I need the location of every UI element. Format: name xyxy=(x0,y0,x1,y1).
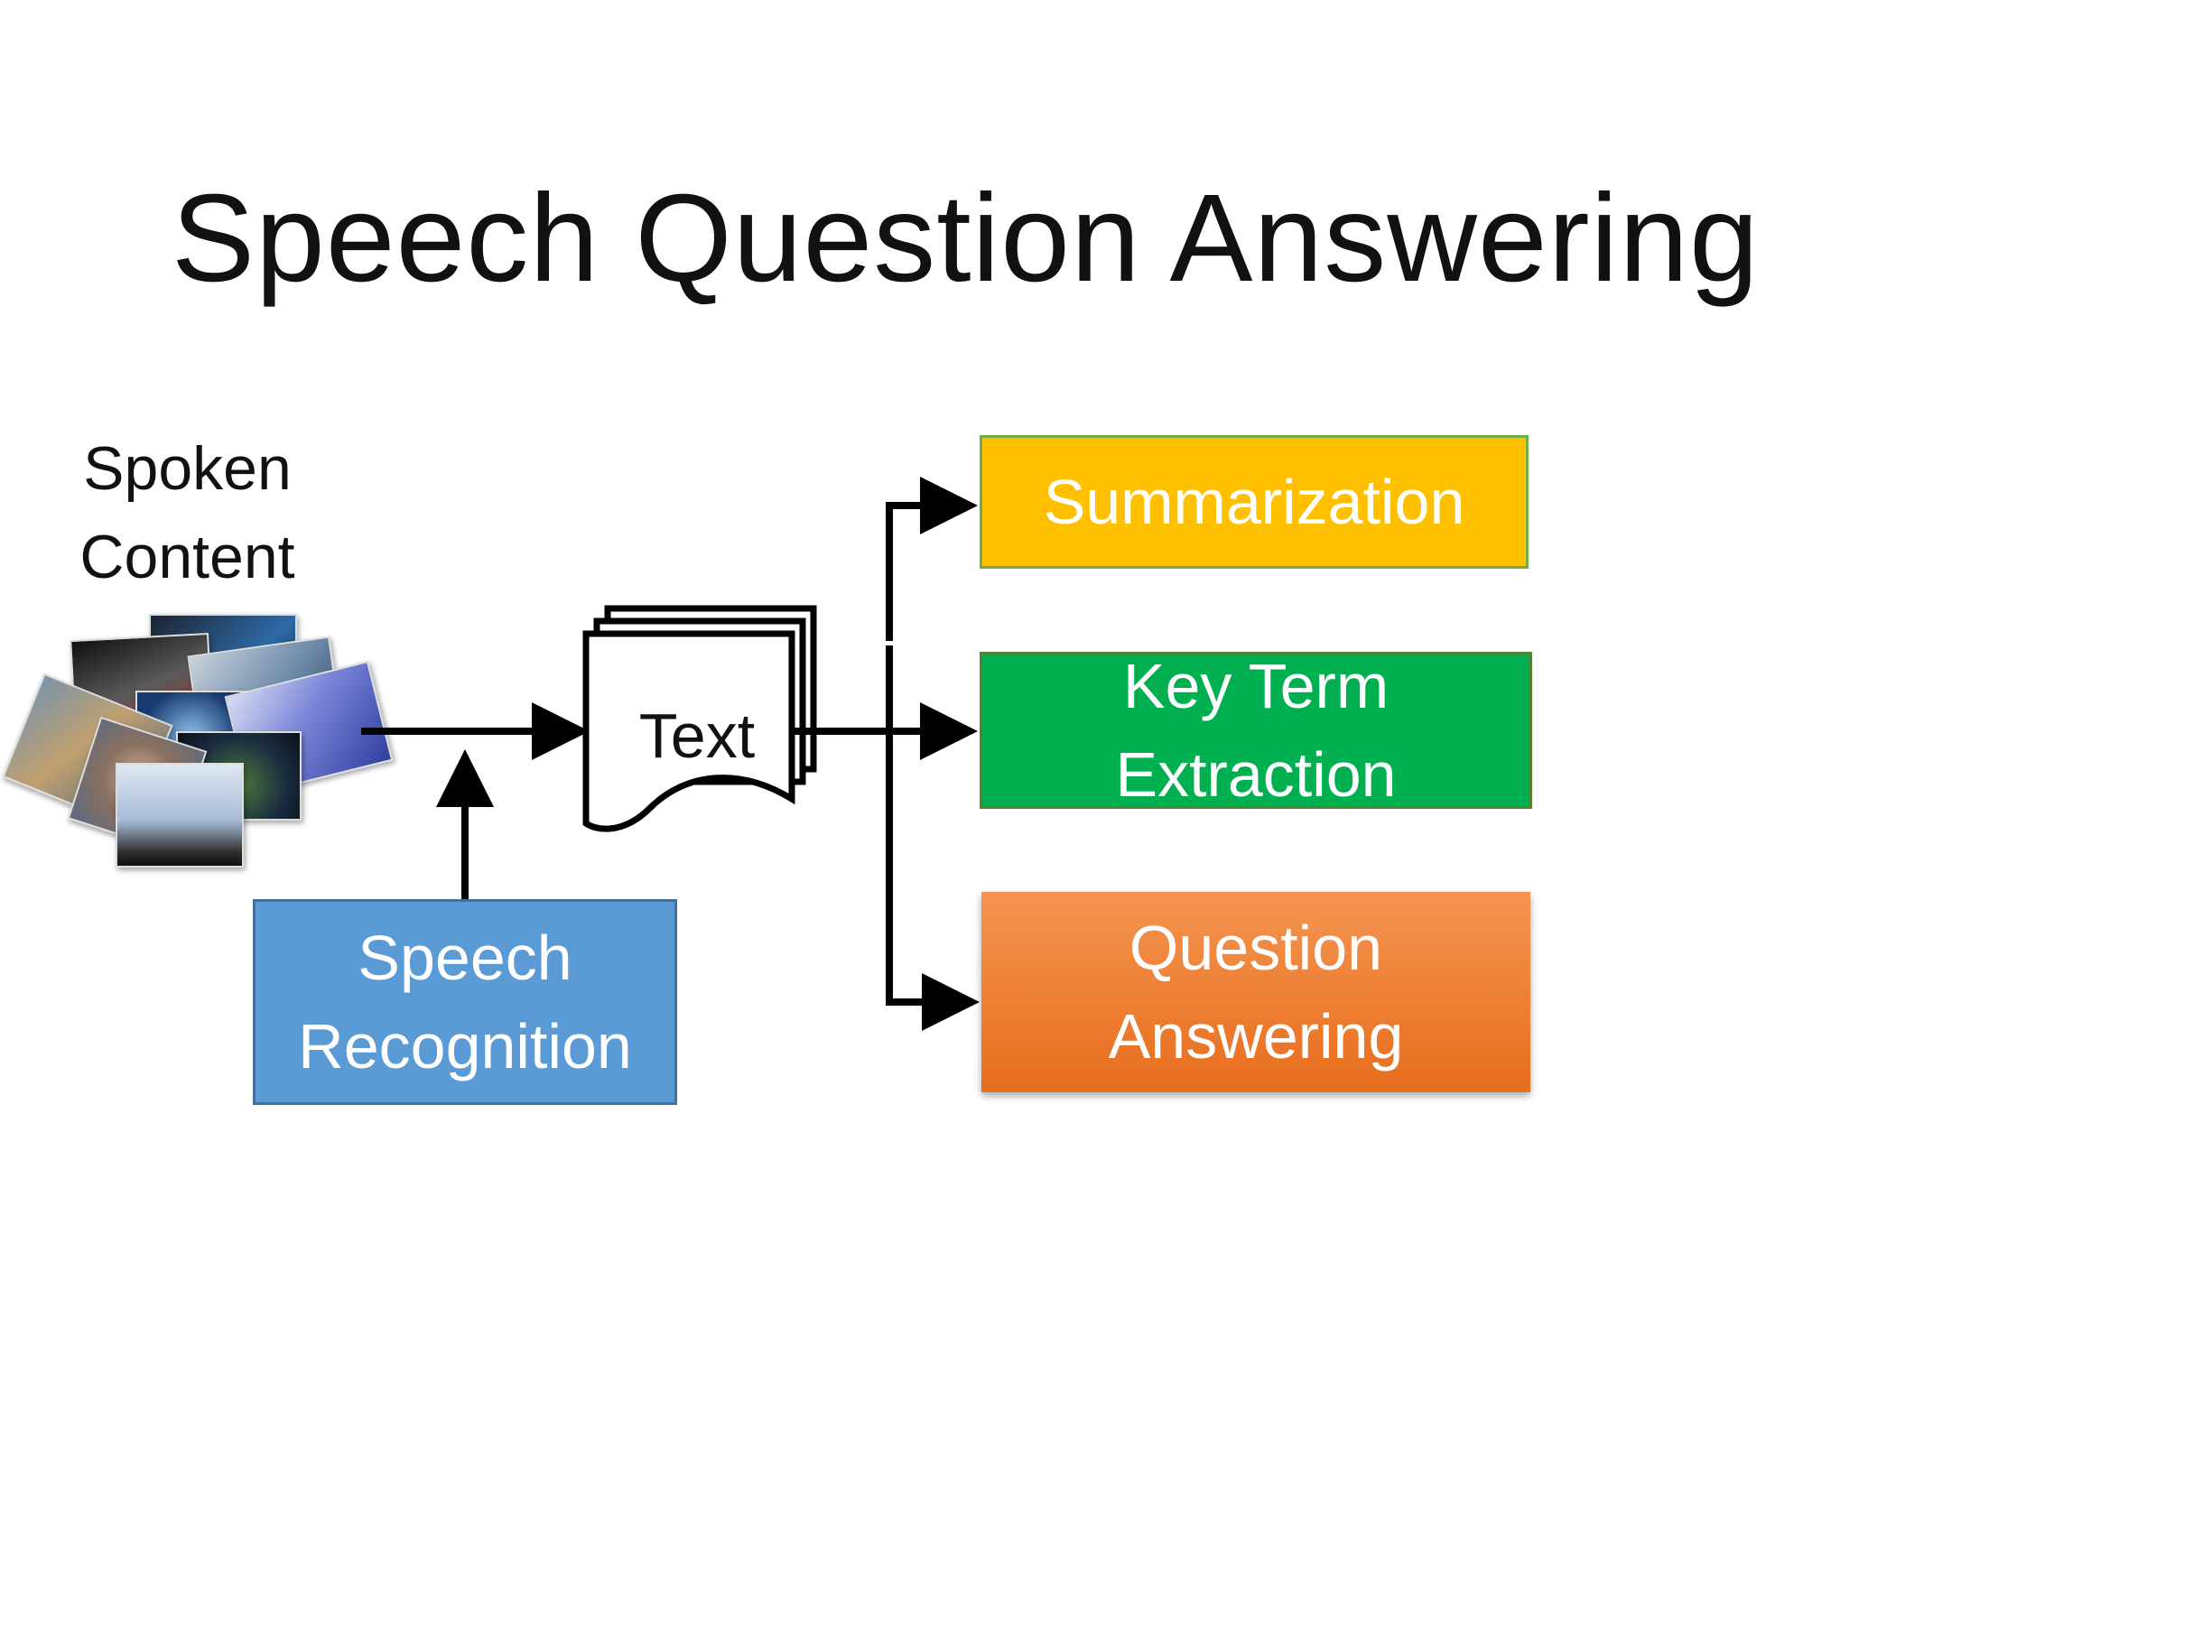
video-thumbnails-collage xyxy=(0,596,397,868)
slide-title: Speech Question Answering xyxy=(172,169,1760,308)
spoken-content-line1: Spoken xyxy=(83,434,292,503)
arrow-to-summarization xyxy=(886,477,978,641)
document-text-label: Text xyxy=(638,701,756,771)
question-answering-line1: Question xyxy=(1129,913,1383,983)
document-stack-icon xyxy=(582,605,817,832)
arrow-to-question-answering xyxy=(886,645,980,1031)
video-thumbnail xyxy=(116,763,244,868)
key-term-extraction-line1: Key Term xyxy=(1122,651,1389,721)
question-answering-line2: Answering xyxy=(1108,1001,1404,1072)
speech-recognition-line2: Recognition xyxy=(298,1011,632,1081)
question-answering-box: Question Answering xyxy=(981,892,1530,1092)
speech-recognition-line1: Speech xyxy=(358,923,572,993)
summarization-label: Summarization xyxy=(1043,467,1465,537)
speech-recognition-box: Speech Recognition xyxy=(253,899,677,1105)
spoken-content-label: Spoken Content xyxy=(45,424,330,601)
spoken-content-line2: Content xyxy=(79,523,295,591)
key-term-extraction-box: Key Term Extraction xyxy=(980,651,1532,810)
key-term-extraction-line2: Extraction xyxy=(1115,739,1397,810)
summarization-box: Summarization xyxy=(980,435,1529,569)
